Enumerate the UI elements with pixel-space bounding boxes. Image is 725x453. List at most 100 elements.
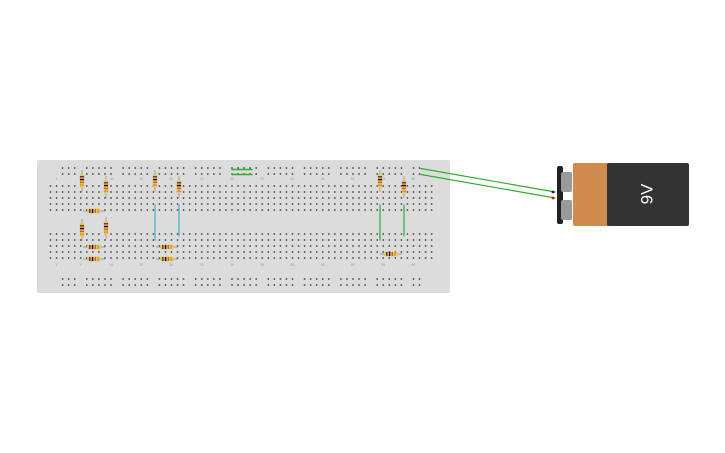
terminal-hole[interactable] xyxy=(303,197,306,199)
terminal-hole[interactable] xyxy=(303,257,306,259)
rail-hole[interactable] xyxy=(273,167,276,169)
terminal-hole[interactable] xyxy=(394,203,397,205)
terminal-hole[interactable] xyxy=(267,209,270,211)
terminal-hole[interactable] xyxy=(430,185,433,187)
terminal-hole[interactable] xyxy=(370,239,373,241)
terminal-hole[interactable] xyxy=(49,209,52,211)
rail-hole[interactable] xyxy=(164,278,167,280)
terminal-hole[interactable] xyxy=(91,185,94,187)
terminal-hole[interactable] xyxy=(315,245,318,247)
rail-hole[interactable] xyxy=(412,167,415,169)
terminal-hole[interactable] xyxy=(182,185,185,187)
terminal-hole[interactable] xyxy=(128,197,131,199)
terminal-hole[interactable] xyxy=(352,197,354,199)
terminal-hole[interactable] xyxy=(61,197,64,199)
terminal-hole[interactable] xyxy=(412,239,415,241)
rail-hole[interactable] xyxy=(98,167,100,169)
terminal-hole[interactable] xyxy=(388,203,391,205)
rail-hole[interactable] xyxy=(128,173,131,175)
terminal-hole[interactable] xyxy=(424,203,427,205)
rail-hole[interactable] xyxy=(364,278,366,280)
rail-hole[interactable] xyxy=(146,167,149,169)
rail-hole[interactable] xyxy=(358,167,360,169)
rail-hole[interactable] xyxy=(291,173,294,175)
terminal-hole[interactable] xyxy=(430,191,433,193)
terminal-hole[interactable] xyxy=(352,185,354,187)
terminal-hole[interactable] xyxy=(364,251,366,253)
terminal-hole[interactable] xyxy=(158,197,161,199)
rail-hole[interactable] xyxy=(212,278,215,280)
rail-hole[interactable] xyxy=(176,278,179,280)
terminal-hole[interactable] xyxy=(352,257,354,259)
terminal-hole[interactable] xyxy=(406,257,409,259)
terminal-hole[interactable] xyxy=(303,251,306,253)
rail-hole[interactable] xyxy=(243,284,246,286)
terminal-hole[interactable] xyxy=(249,233,252,235)
terminal-hole[interactable] xyxy=(122,239,124,241)
terminal-hole[interactable] xyxy=(346,191,348,193)
terminal-hole[interactable] xyxy=(346,257,348,259)
terminal-hole[interactable] xyxy=(67,251,70,253)
rail-hole[interactable] xyxy=(176,167,179,169)
rail-hole[interactable] xyxy=(303,284,306,286)
resistor[interactable] xyxy=(83,208,105,214)
rail-hole[interactable] xyxy=(273,284,276,286)
terminal-hole[interactable] xyxy=(321,257,324,259)
terminal-hole[interactable] xyxy=(321,191,324,193)
terminal-hole[interactable] xyxy=(388,191,391,193)
terminal-hole[interactable] xyxy=(279,251,282,253)
terminal-hole[interactable] xyxy=(116,257,118,259)
terminal-hole[interactable] xyxy=(237,191,239,193)
terminal-hole[interactable] xyxy=(67,233,70,235)
terminal-hole[interactable] xyxy=(140,209,143,211)
terminal-hole[interactable] xyxy=(134,251,137,253)
terminal-hole[interactable] xyxy=(73,251,76,253)
terminal-hole[interactable] xyxy=(412,233,415,235)
terminal-hole[interactable] xyxy=(315,185,318,187)
rail-hole[interactable] xyxy=(67,284,70,286)
rail-hole[interactable] xyxy=(104,284,106,286)
rail-hole[interactable] xyxy=(285,284,288,286)
rail-hole[interactable] xyxy=(194,284,197,286)
terminal-hole[interactable] xyxy=(406,251,409,253)
terminal-hole[interactable] xyxy=(279,191,282,193)
terminal-hole[interactable] xyxy=(98,251,100,253)
rail-hole[interactable] xyxy=(200,167,203,169)
terminal-hole[interactable] xyxy=(212,197,215,199)
terminal-hole[interactable] xyxy=(110,251,112,253)
rail-hole[interactable] xyxy=(206,167,209,169)
terminal-hole[interactable] xyxy=(388,257,391,259)
terminal-hole[interactable] xyxy=(206,203,209,205)
terminal-hole[interactable] xyxy=(212,239,215,241)
terminal-hole[interactable] xyxy=(55,185,58,187)
terminal-hole[interactable] xyxy=(400,233,403,235)
terminal-hole[interactable] xyxy=(200,257,203,259)
rail-hole[interactable] xyxy=(146,173,149,175)
terminal-hole[interactable] xyxy=(388,197,391,199)
terminal-hole[interactable] xyxy=(346,233,348,235)
rail-hole[interactable] xyxy=(182,278,185,280)
terminal-hole[interactable] xyxy=(309,203,312,205)
terminal-hole[interactable] xyxy=(418,209,421,211)
terminal-hole[interactable] xyxy=(140,191,143,193)
terminal-hole[interactable] xyxy=(285,239,288,241)
rail-hole[interactable] xyxy=(200,173,203,175)
terminal-hole[interactable] xyxy=(243,185,246,187)
rail-hole[interactable] xyxy=(394,167,397,169)
rail-hole[interactable] xyxy=(352,284,354,286)
terminal-hole[interactable] xyxy=(98,233,100,235)
terminal-hole[interactable] xyxy=(418,197,421,199)
terminal-hole[interactable] xyxy=(49,191,52,193)
terminal-hole[interactable] xyxy=(225,185,227,187)
terminal-hole[interactable] xyxy=(315,203,318,205)
terminal-hole[interactable] xyxy=(98,203,100,205)
rail-hole[interactable] xyxy=(98,173,100,175)
terminal-hole[interactable] xyxy=(79,197,82,199)
terminal-hole[interactable] xyxy=(110,191,112,193)
rail-hole[interactable] xyxy=(303,278,306,280)
terminal-hole[interactable] xyxy=(382,233,385,235)
terminal-hole[interactable] xyxy=(388,233,391,235)
terminal-hole[interactable] xyxy=(309,185,312,187)
rail-hole[interactable] xyxy=(249,278,252,280)
terminal-hole[interactable] xyxy=(388,185,391,187)
